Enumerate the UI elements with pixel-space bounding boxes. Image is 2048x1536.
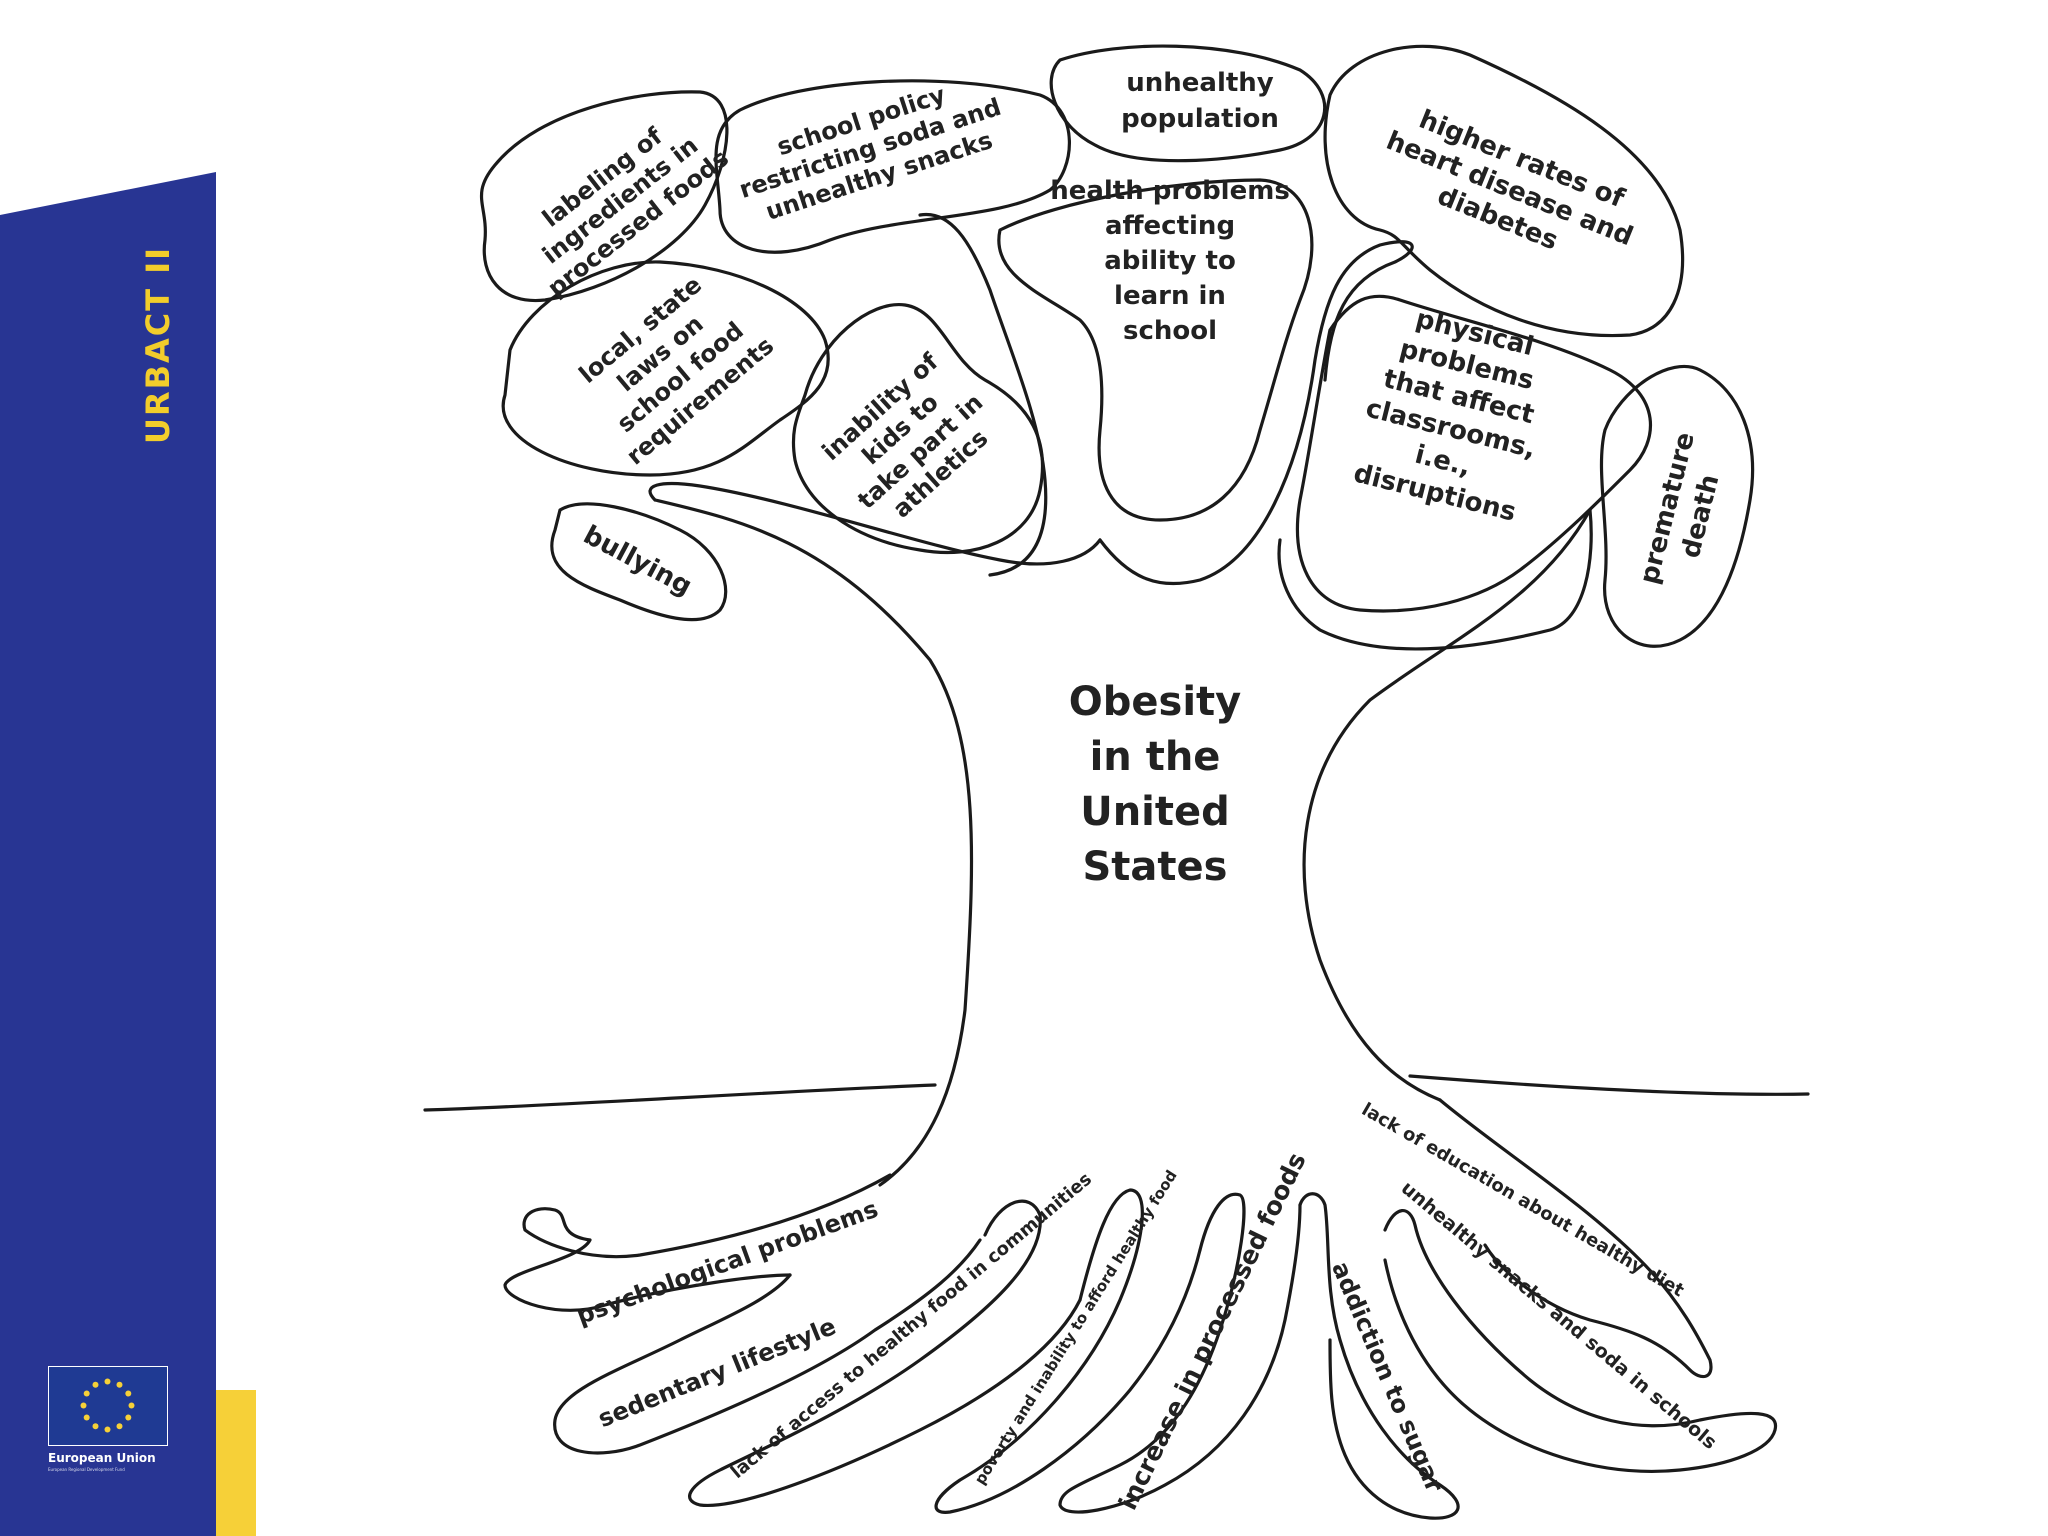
root-processed: [1058, 1192, 1302, 1514]
root-sugar: [1298, 1192, 1460, 1520]
leaf-label-line: affecting: [1105, 211, 1235, 241]
eu-star-icon: [125, 1390, 132, 1397]
eu-star-icon: [92, 1381, 99, 1388]
ground-line-right: [1408, 1074, 1810, 1096]
leaf-label-learning: health problems affecting ability to learn …: [1050, 176, 1290, 346]
trunk-title-line: in the: [1090, 734, 1221, 780]
leaf-label-line: health problems: [1050, 176, 1290, 206]
leaf-bubble-school-policy: [714, 79, 1071, 254]
eu-stars-icon: [80, 1378, 135, 1433]
leaf-bubble-physical: [1295, 294, 1653, 613]
trunk-title-line: States: [1083, 844, 1228, 890]
eu-star-icon: [80, 1402, 87, 1409]
trunk-right-edge: [1302, 508, 1592, 1102]
trunk-title: Obesity in the United States: [1069, 679, 1241, 890]
eu-flag-icon: [48, 1366, 168, 1446]
ground-line: [423, 1083, 937, 1112]
blue-band-shape: [0, 172, 216, 1536]
root-label-psychological: psychological problems: [573, 1195, 882, 1330]
leaf-bubble-unhealthy-population: [1049, 44, 1327, 163]
trunk-title-line: Obesity: [1069, 679, 1241, 725]
root-snacks: [1383, 1209, 1778, 1473]
leaf-bubble-local-laws: [501, 260, 830, 477]
trunk-left-branch: [648, 481, 1102, 566]
leaf-label-line: unhealthy: [1126, 68, 1274, 98]
leaf-bubble-learning: [997, 178, 1314, 522]
eu-star-icon: [116, 1423, 123, 1430]
trunk-left-edge: [653, 498, 974, 1187]
leaf-bubble-bullying: [550, 502, 728, 622]
root-education: [1438, 1098, 1713, 1379]
leaf-label-unhealthy-population: unhealthy population: [1121, 68, 1279, 134]
eu-star-icon: [125, 1414, 132, 1421]
root-poverty: [934, 1188, 1202, 1514]
eu-star-icon: [128, 1402, 135, 1409]
leaf-label-line: school: [1123, 316, 1217, 346]
eu-caption: European Union: [48, 1451, 156, 1465]
root-access: [688, 1199, 1082, 1508]
leaf-bubble-labeling: [479, 90, 729, 303]
eu-star-icon: [83, 1390, 90, 1397]
eu-star-icon: [104, 1426, 111, 1433]
leaf-bubble-premature: [1599, 364, 1755, 648]
central-branch: [1098, 240, 1414, 586]
leaf-bubble-heart-disease: [1323, 44, 1685, 338]
eu-star-icon: [83, 1414, 90, 1421]
leaf-bubble-athletics: [791, 303, 1045, 555]
eu-logo: European Union European Regional Develop…: [48, 1366, 172, 1472]
root-sedentary: [553, 1238, 982, 1455]
trunk-title-line: United: [1080, 789, 1230, 835]
sidebar-band: [0, 172, 256, 1536]
root-label-sugar: addiction to sugar: [1326, 1257, 1449, 1496]
eu-star-icon: [116, 1381, 123, 1388]
root-psychological: [503, 1173, 892, 1312]
leaf-label-line: learn in: [1114, 281, 1226, 311]
trunk-right-branch: [1277, 508, 1593, 651]
eu-star-icon: [92, 1423, 99, 1430]
left-branch-arm: [918, 212, 1048, 577]
eu-star-icon: [104, 1378, 111, 1385]
eu-subcaption: European Regional Development Fund: [48, 1467, 125, 1472]
leaf-label-line: ability to: [1104, 246, 1236, 276]
leaf-label-line: population: [1121, 104, 1279, 134]
